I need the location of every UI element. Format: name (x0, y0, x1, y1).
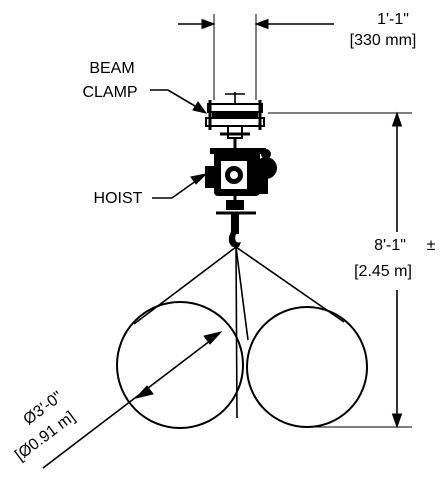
hoist-callout: HOIST (94, 173, 208, 207)
sling-leg-right-inner (235, 246, 249, 341)
beam-clamp-bottom-plate (205, 117, 265, 127)
height-tolerance-label: ± (427, 237, 436, 254)
hoist (205, 138, 277, 248)
lifting-slings (133, 246, 345, 419)
height-arrowhead-bottom (391, 413, 403, 429)
height-dimension: 8'-1" ± [2.45 m] (268, 111, 436, 429)
height-metric-label: [2.45 m] (354, 263, 412, 280)
hoist-label: HOIST (94, 190, 143, 207)
hoist-top-plate (210, 148, 266, 154)
hoist-hook-shank (231, 214, 239, 234)
beam-clamp-jaw (212, 111, 258, 118)
width-arrowhead-right (254, 18, 269, 30)
height-imperial-label: 8'-1" (374, 237, 406, 254)
hoist-motor-cap (261, 149, 271, 159)
diameter-dimension-line (42, 333, 220, 469)
width-imperial-label: 1'-1" (377, 11, 409, 28)
beam-clamp-leader-arrowhead (192, 101, 208, 114)
hoist-drum-inner (230, 171, 238, 179)
beam-clamp-label-line2: CLAMP (82, 84, 137, 101)
width-metric-label: [330 mm] (350, 32, 417, 49)
hoist-gearbox (258, 176, 268, 194)
hoist-hook-block (226, 200, 244, 210)
beam-clamp-label-line1: BEAM (89, 60, 134, 77)
beam-clamp-hanger (227, 125, 243, 139)
height-arrowhead-top (391, 111, 403, 127)
beam-clamp-callout: BEAM CLAMP (82, 60, 208, 114)
diameter-arrowhead-bottom (134, 385, 154, 399)
beam-clamp-leader (150, 89, 201, 110)
sling-leg-left-inner (235, 246, 238, 419)
width-dimension: 1'-1" [330 mm] (178, 11, 416, 100)
beam-clamp (205, 92, 265, 139)
hoist-side-box (205, 166, 216, 188)
hoist-motor (255, 157, 277, 179)
width-arrowhead-left (201, 18, 216, 30)
beam-clamp-top-plate (207, 103, 263, 113)
diameter-dimension: Ø3'-0" [Ø0.91 m] (12, 331, 223, 469)
coil-right (246, 306, 368, 428)
coils (116, 301, 368, 429)
coil-left (116, 301, 244, 429)
hoist-hook (228, 232, 241, 248)
hoist-leader (152, 177, 201, 199)
diameter-arrowhead-top (203, 331, 223, 345)
sling-leg-left (133, 246, 237, 325)
hoist-leader-arrowhead (190, 173, 208, 185)
